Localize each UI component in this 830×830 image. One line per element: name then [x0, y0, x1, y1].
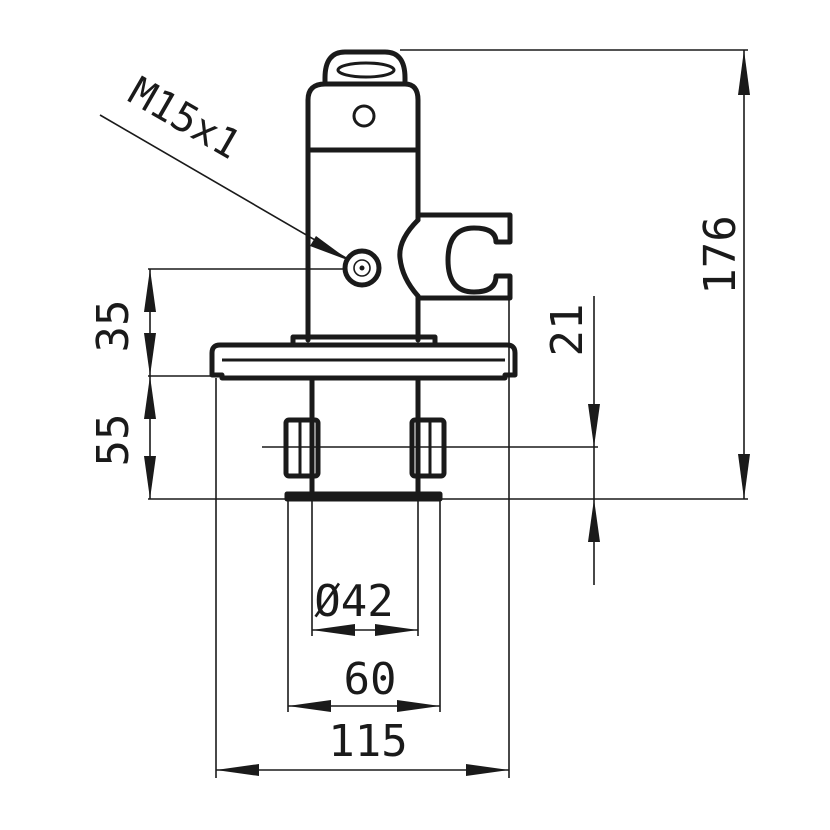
inlet-hole-outer	[342, 248, 382, 288]
inlet-hole-inner	[353, 259, 371, 277]
upper-body	[305, 81, 421, 343]
thread-leader	[99, 114, 350, 261]
dim-base-width: 60	[344, 654, 397, 705]
dim-lower-offset: 55	[88, 414, 139, 467]
dim-upper-offset: 35	[88, 300, 139, 353]
holder-clip	[415, 212, 513, 301]
nut-right	[409, 417, 447, 479]
thread-callout: M15x1	[121, 69, 248, 169]
dimension-lines	[144, 50, 750, 776]
extension-lines	[148, 49, 748, 778]
flange	[209, 342, 518, 381]
dim-cross-offset: 21	[542, 304, 593, 357]
dim-inner-diameter: Ø42	[314, 576, 393, 627]
dim-flange-width: 115	[328, 716, 407, 767]
nut-left	[283, 417, 321, 479]
dimension-labels: 176 35 55 21 Ø42 60 115 M15x1	[88, 69, 746, 767]
top-hole	[352, 104, 376, 128]
top-cap	[322, 49, 408, 87]
part-outline	[209, 49, 518, 502]
dim-total-height: 176	[695, 215, 746, 294]
top-cap-slot	[336, 61, 396, 79]
holder-bracket	[397, 217, 421, 299]
inlet-hole-dot	[359, 265, 365, 271]
